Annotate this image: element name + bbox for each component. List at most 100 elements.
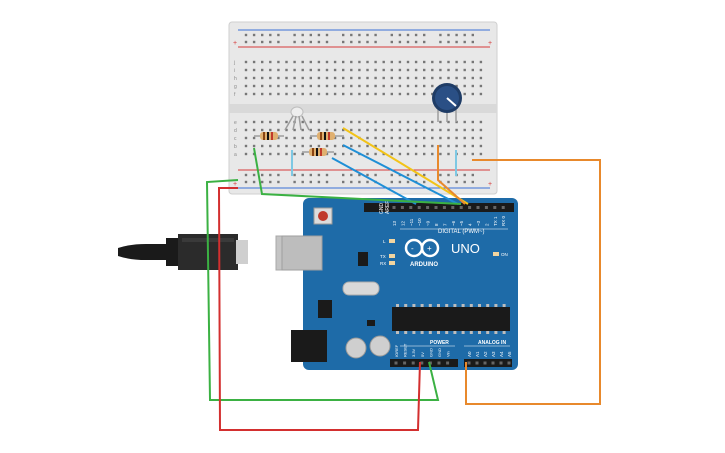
breadboard-hole[interactable] bbox=[317, 128, 321, 132]
breadboard-hole[interactable] bbox=[439, 152, 442, 156]
wire-yellow[interactable] bbox=[342, 127, 469, 205]
breadboard-hole[interactable] bbox=[423, 60, 426, 64]
breadboard-hole[interactable] bbox=[342, 76, 345, 80]
breadboard-hole[interactable] bbox=[423, 40, 426, 44]
breadboard-hole[interactable] bbox=[414, 173, 418, 177]
breadboard-hole[interactable] bbox=[382, 128, 385, 132]
breadboard-hole[interactable] bbox=[447, 173, 450, 177]
power-pin[interactable] bbox=[420, 361, 424, 365]
breadboard-hole[interactable] bbox=[479, 92, 483, 96]
breadboard-hole[interactable] bbox=[390, 180, 393, 184]
breadboard-hole[interactable] bbox=[350, 68, 353, 72]
resistor-2[interactable] bbox=[310, 132, 344, 140]
breadboard-hole[interactable] bbox=[390, 152, 393, 156]
breadboard-hole[interactable] bbox=[447, 152, 450, 156]
breadboard-hole[interactable] bbox=[309, 136, 312, 140]
breadboard-hole[interactable] bbox=[447, 136, 450, 140]
breadboard-hole[interactable] bbox=[358, 84, 361, 88]
breadboard-hole[interactable] bbox=[447, 40, 450, 44]
breadboard-hole[interactable] bbox=[431, 68, 434, 72]
breadboard-hole[interactable] bbox=[293, 173, 296, 177]
breadboard-hole[interactable] bbox=[301, 92, 304, 96]
breadboard-hole[interactable] bbox=[463, 60, 466, 64]
digital-pin[interactable] bbox=[392, 206, 396, 209]
breadboard-hole[interactable] bbox=[463, 84, 466, 88]
breadboard-hole[interactable] bbox=[431, 128, 434, 132]
breadboard-hole[interactable] bbox=[285, 92, 288, 96]
breadboard-hole[interactable] bbox=[439, 173, 442, 177]
breadboard-hole[interactable] bbox=[455, 144, 458, 148]
breadboard-hole[interactable] bbox=[293, 136, 296, 140]
breadboard-hole[interactable] bbox=[325, 120, 329, 124]
breadboard-hole[interactable] bbox=[350, 33, 353, 37]
breadboard-hole[interactable] bbox=[414, 136, 418, 140]
breadboard-hole[interactable] bbox=[423, 128, 426, 132]
breadboard-hole[interactable] bbox=[309, 68, 312, 72]
breadboard-hole[interactable] bbox=[390, 84, 393, 88]
breadboard-hole[interactable] bbox=[252, 40, 256, 44]
breadboard-hole[interactable] bbox=[269, 92, 272, 96]
breadboard-hole[interactable] bbox=[342, 180, 345, 184]
wire-orange-a0[interactable] bbox=[465, 159, 601, 405]
breadboard-hole[interactable] bbox=[374, 76, 377, 80]
breadboard-hole[interactable] bbox=[309, 60, 312, 64]
breadboard-hole[interactable] bbox=[390, 60, 393, 64]
breadboard-hole[interactable] bbox=[366, 173, 369, 177]
breadboard-hole[interactable] bbox=[342, 40, 345, 44]
breadboard-hole[interactable] bbox=[252, 144, 256, 148]
breadboard-hole[interactable] bbox=[471, 84, 474, 88]
power-pin[interactable] bbox=[446, 361, 450, 365]
breadboard-hole[interactable] bbox=[423, 180, 426, 184]
breadboard-hole[interactable] bbox=[252, 33, 256, 37]
breadboard-hole[interactable] bbox=[382, 120, 385, 124]
breadboard-hole[interactable] bbox=[325, 92, 329, 96]
breadboard-hole[interactable] bbox=[390, 173, 393, 177]
breadboard-hole[interactable] bbox=[244, 92, 248, 96]
breadboard-hole[interactable] bbox=[333, 152, 337, 156]
breadboard-hole[interactable] bbox=[423, 120, 426, 124]
breadboard-hole[interactable] bbox=[358, 40, 361, 44]
breadboard-hole[interactable] bbox=[398, 60, 402, 64]
breadboard-hole[interactable] bbox=[342, 136, 345, 140]
breadboard-hole[interactable] bbox=[317, 33, 321, 37]
breadboard-hole[interactable] bbox=[471, 136, 474, 140]
resistor-1[interactable] bbox=[254, 132, 284, 140]
digital-pin[interactable] bbox=[434, 206, 438, 209]
breadboard-hole[interactable] bbox=[293, 76, 296, 80]
breadboard-hole[interactable] bbox=[252, 128, 256, 132]
power-header[interactable] bbox=[390, 359, 458, 367]
breadboard-hole[interactable] bbox=[252, 173, 256, 177]
breadboard-hole[interactable] bbox=[301, 136, 304, 140]
breadboard-hole[interactable] bbox=[244, 173, 248, 177]
breadboard-hole[interactable] bbox=[455, 33, 458, 37]
wire-green-gnd[interactable] bbox=[205, 147, 462, 401]
digital-pin[interactable] bbox=[459, 206, 463, 209]
breadboard-hole[interactable] bbox=[309, 144, 312, 148]
breadboard-hole[interactable] bbox=[366, 60, 369, 64]
breadboard-hole[interactable] bbox=[277, 68, 280, 72]
digital-pin[interactable] bbox=[476, 206, 480, 209]
breadboard-hole[interactable] bbox=[471, 173, 474, 177]
breadboard-hole[interactable] bbox=[423, 152, 426, 156]
breadboard-hole[interactable] bbox=[406, 128, 410, 132]
breadboard-hole[interactable] bbox=[414, 120, 418, 124]
breadboard-hole[interactable] bbox=[333, 76, 337, 80]
analog-pin[interactable] bbox=[475, 361, 479, 365]
breadboard-hole[interactable] bbox=[447, 120, 450, 124]
breadboard-hole[interactable] bbox=[431, 84, 434, 88]
breadboard-hole[interactable] bbox=[277, 128, 280, 132]
breadboard-hole[interactable] bbox=[374, 128, 377, 132]
breadboard-hole[interactable] bbox=[414, 60, 418, 64]
breadboard-hole[interactable] bbox=[261, 40, 264, 44]
breadboard-hole[interactable] bbox=[261, 173, 264, 177]
breadboard-hole[interactable] bbox=[244, 136, 248, 140]
breadboard-hole[interactable] bbox=[455, 60, 458, 64]
breadboard-hole[interactable] bbox=[479, 136, 483, 140]
breadboard-hole[interactable] bbox=[471, 180, 474, 184]
breadboard-hole[interactable] bbox=[269, 60, 272, 64]
breadboard-hole[interactable] bbox=[374, 136, 377, 140]
breadboard-hole[interactable] bbox=[463, 120, 466, 124]
breadboard-hole[interactable] bbox=[350, 76, 353, 80]
breadboard-hole[interactable] bbox=[277, 60, 280, 64]
